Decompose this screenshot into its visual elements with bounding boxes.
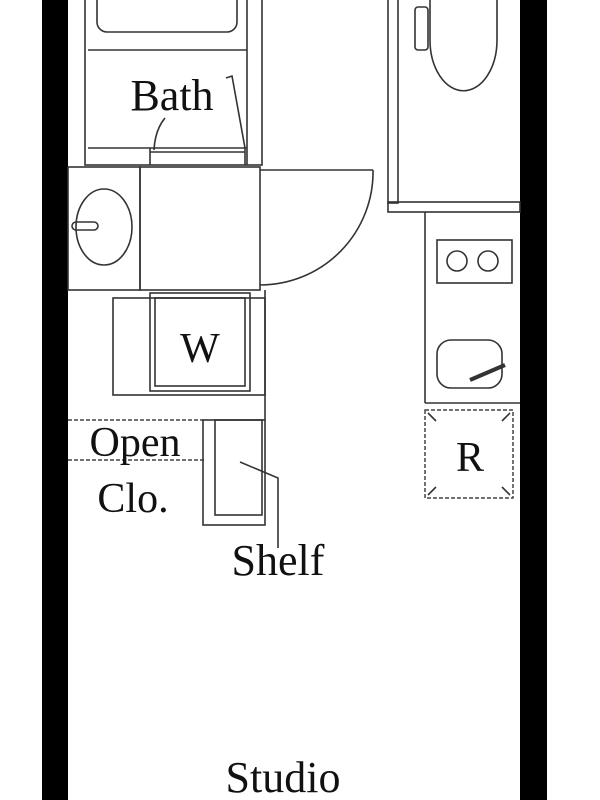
toilet-icon	[429, 0, 498, 92]
open-closet-label-line1: Open	[90, 420, 181, 466]
wash-basin	[75, 188, 133, 266]
studio-label: Studio	[226, 753, 341, 800]
washer-space	[112, 290, 266, 420]
washer-label: W	[180, 326, 220, 372]
left-wall	[42, 0, 68, 800]
faucet-icon	[71, 221, 99, 231]
washroom	[67, 166, 141, 291]
door-swing	[259, 169, 374, 286]
bath-door-swing	[153, 117, 166, 151]
bathroom	[84, 0, 263, 166]
refrigerator-label: R	[456, 435, 484, 481]
right-wall	[520, 0, 547, 800]
kitchen-faucet-icon	[469, 363, 506, 382]
bathtub	[96, 0, 238, 33]
bath-label: Bath	[130, 71, 213, 120]
open-closet-label-line2: Clo.	[97, 476, 168, 522]
entry	[139, 166, 374, 291]
kitchen-sink	[436, 339, 503, 389]
shelf-label: Shelf	[232, 536, 325, 585]
kitchen	[424, 212, 520, 404]
shelf	[202, 419, 279, 548]
stove	[436, 239, 513, 284]
bath-door-leaf	[225, 74, 246, 149]
burner-icon	[446, 250, 468, 272]
burner-icon	[477, 250, 499, 272]
toilet-room	[387, 0, 521, 213]
refrigerator-space	[424, 409, 514, 499]
